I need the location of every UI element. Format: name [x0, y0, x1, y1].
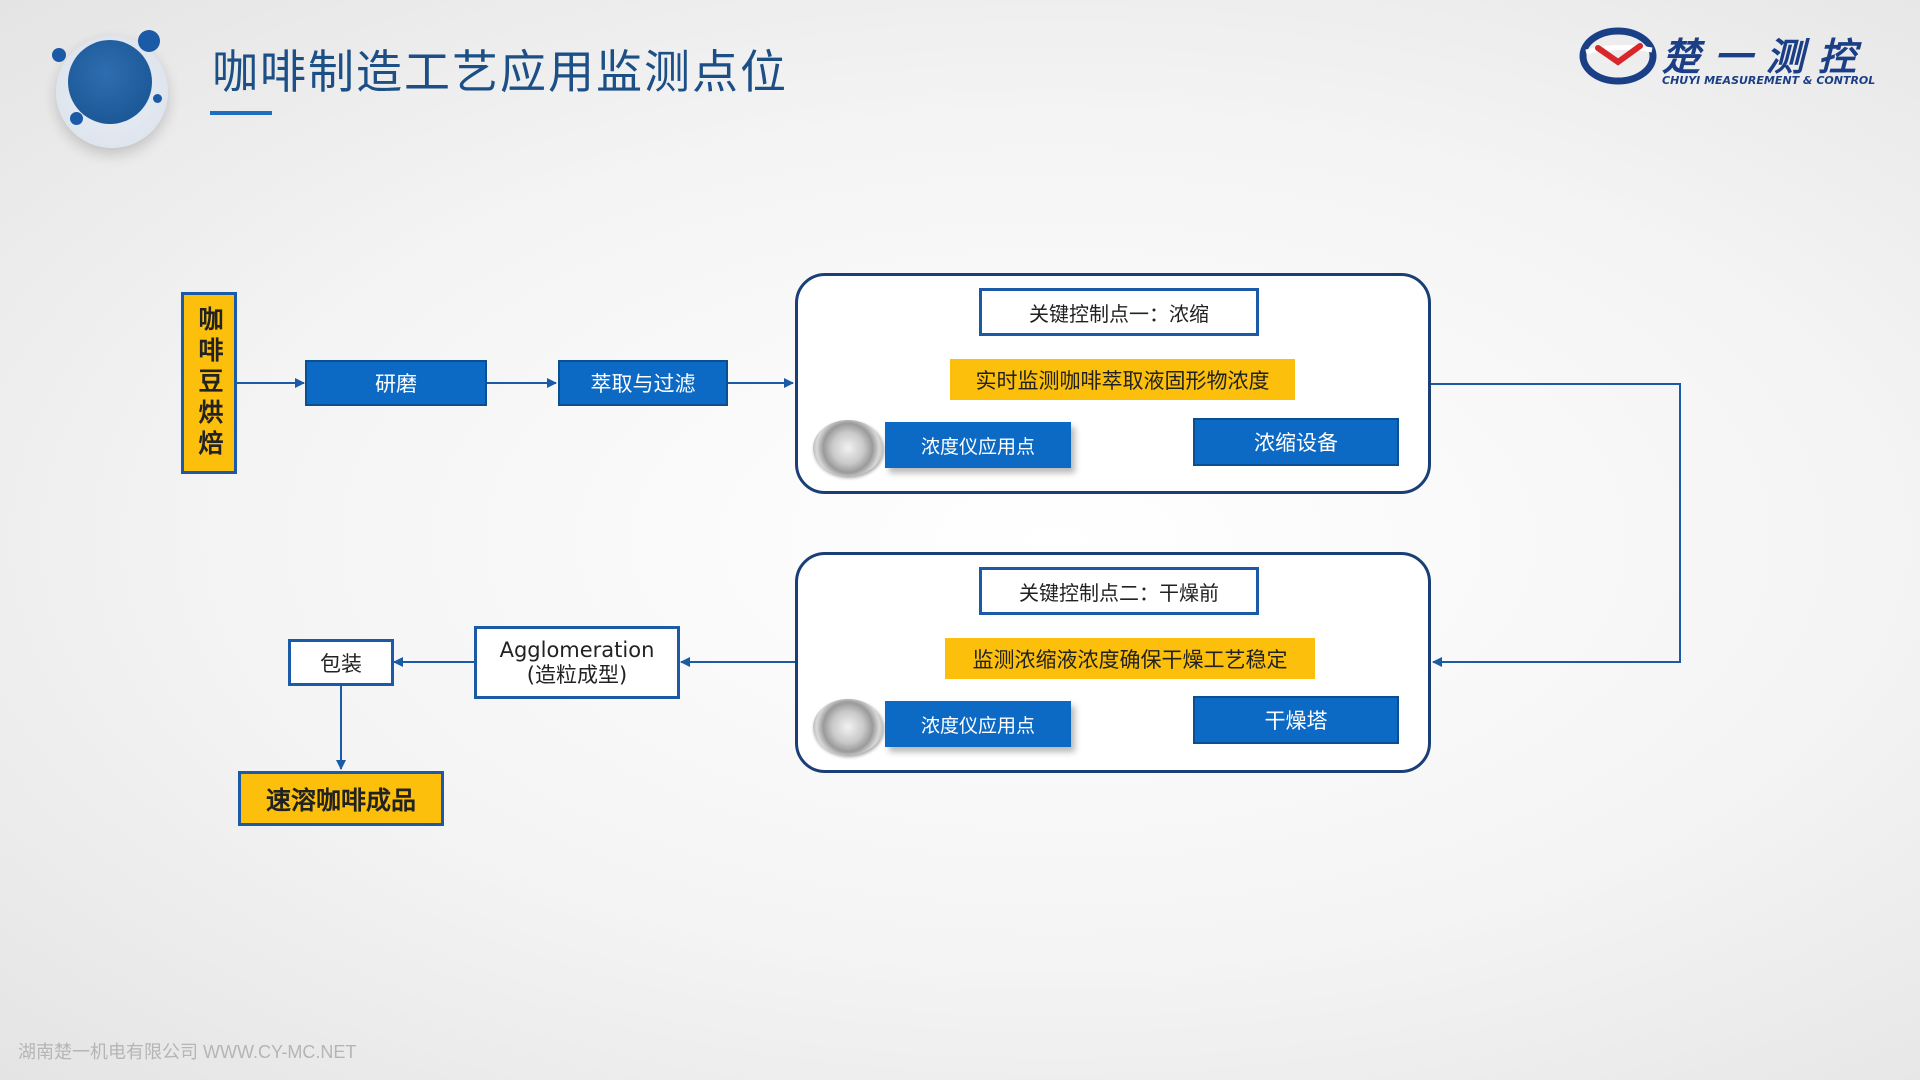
start-roasting-label: 咖啡豆烘焙: [191, 306, 227, 461]
step-grind-box: 研磨: [305, 360, 487, 406]
step-agglomeration-sublabel: (造粒成型): [527, 663, 627, 687]
step-grind-label: 研磨: [375, 368, 417, 398]
start-roasting-box: 咖啡豆烘焙: [181, 292, 237, 474]
step-extract-label: 萃取与过滤: [591, 368, 696, 398]
densitometer-sensor-2-icon: [813, 699, 883, 755]
step-package-label: 包装: [320, 648, 362, 678]
control-point-1-title-text: 关键控制点一：浓缩: [1029, 298, 1209, 327]
control-point-2-sensor-box: 浓度仪应用点: [885, 701, 1071, 747]
control-point-2-title: 关键控制点二：干燥前: [979, 567, 1259, 615]
control-point-1-description-text: 实时监测咖啡萃取液固形物浓度: [976, 365, 1270, 395]
step-agglomeration-label: Agglomeration: [500, 638, 655, 662]
densitometer-sensor-1-icon: [813, 420, 883, 476]
end-product-label: 速溶咖啡成品: [266, 781, 416, 817]
footer-company-text: 湖南楚一机电有限公司 WWW.CY-MC.NET: [18, 1038, 356, 1064]
control-point-1-title: 关键控制点一：浓缩: [979, 288, 1259, 336]
arrow-panel1-to-panel2: [1430, 384, 1680, 662]
end-product-box: 速溶咖啡成品: [238, 771, 444, 826]
control-point-2-equipment-label: 干燥塔: [1265, 705, 1328, 735]
control-point-1-sensor-box: 浓度仪应用点: [885, 422, 1071, 468]
step-extract-box: 萃取与过滤: [558, 360, 728, 406]
control-point-1-description: 实时监测咖啡萃取液固形物浓度: [950, 359, 1295, 400]
control-point-1-equipment-label: 浓缩设备: [1254, 427, 1338, 457]
control-point-2-description: 监测浓缩液浓度确保干燥工艺稳定: [945, 638, 1315, 679]
control-point-1-equipment-box: 浓缩设备: [1193, 418, 1399, 466]
control-point-2-description-text: 监测浓缩液浓度确保干燥工艺稳定: [973, 644, 1288, 674]
control-point-2-equipment-box: 干燥塔: [1193, 696, 1399, 744]
step-agglomeration-box: Agglomeration (造粒成型): [474, 626, 680, 699]
control-point-2-sensor-label: 浓度仪应用点: [921, 711, 1035, 738]
step-package-box: 包装: [288, 639, 394, 686]
control-point-2-title-text: 关键控制点二：干燥前: [1019, 577, 1219, 606]
control-point-1-sensor-label: 浓度仪应用点: [921, 432, 1035, 459]
